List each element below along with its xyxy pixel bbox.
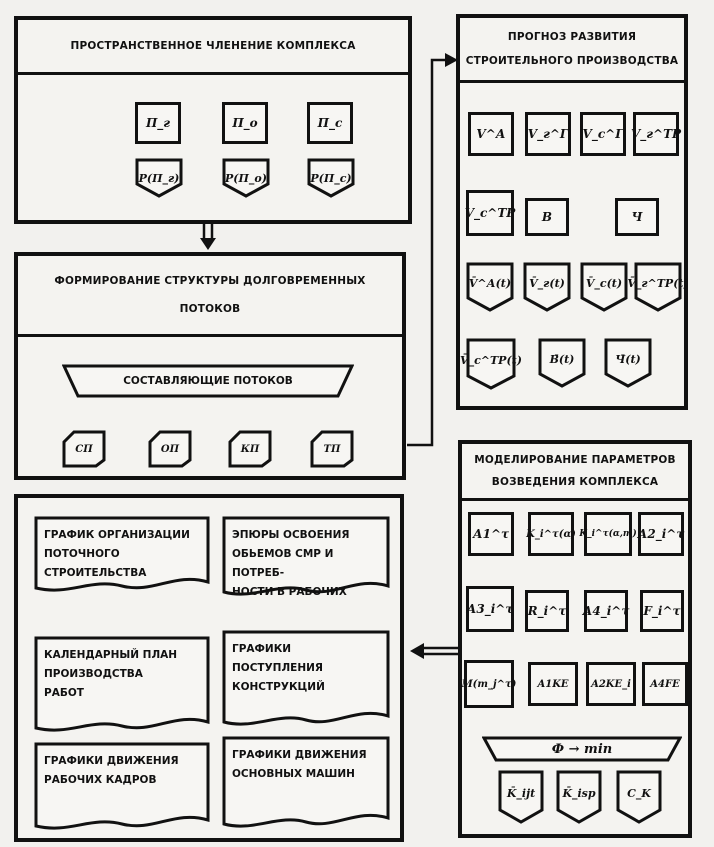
stream-tp: ТП <box>310 430 354 468</box>
forecast-vgtr-t: V̄_г^ТР(t) <box>627 262 689 312</box>
model-a4: А4_i^τ <box>583 590 629 632</box>
doc-machines-movement: ГРАФИКИ ДВИЖЕНИЯ ОСНОВНЫХ МАШИН <box>222 736 390 832</box>
doc-workers-movement: ГРАФИКИ ДВИЖЕНИЯ РАБОЧИХ КАДРОВ <box>34 742 210 834</box>
forecast-vgtr: V_г^ТР <box>631 112 681 156</box>
forecast-v: В <box>525 198 569 236</box>
model-a2ke: A2KE_i <box>586 662 636 706</box>
forecast-v-t: В̄(t) <box>538 338 586 388</box>
model-m: M(m_j^τ) <box>462 660 516 708</box>
forecast-vg-t: V̄_г(t) <box>523 262 571 312</box>
model-out-kijt: K̄_ijt <box>498 770 544 824</box>
forecast-ch: Ч <box>615 198 659 236</box>
doc-smr-volumes: ЭПЮРЫ ОСВОЕНИЯ ОБЬЕМОВ СМР И ПОТРЕБ- НОС… <box>222 516 390 600</box>
forecast-va-t: V̄^А(t) <box>466 262 514 312</box>
model-f: F_i^τ <box>640 590 684 632</box>
part-pg: П_г <box>135 102 181 144</box>
model-a4fe: A4FE <box>642 662 688 706</box>
result-pg: Р(П_г) <box>135 158 183 198</box>
doc-calendar-plan: КАЛЕНДАРНЫЙ ПЛАН ПРОИЗВОДСТВА РАБОТ <box>34 636 210 736</box>
model-a2: А2_i^τ <box>638 512 684 556</box>
forecast-vctr: V_с^ТР <box>465 190 515 236</box>
stream-sp: СП <box>62 430 106 468</box>
model-a1: А1^τ <box>468 512 514 556</box>
model-a1ke: A1KE <box>528 662 578 706</box>
model-ki-alpha-m: K_i^τ(α,m) <box>579 512 637 556</box>
spatial-division-title: ПРОСТРАНСТВЕННОЕ ЧЛЕНЕНИЕ КОМПЛЕКСА <box>18 20 408 75</box>
forecast-ch-t: Ч̄(t) <box>604 338 652 388</box>
forecast-va: V^А <box>468 112 514 156</box>
stream-kp: КП <box>228 430 272 468</box>
model-r: R_i^τ <box>525 590 569 632</box>
forecast-vg: V_г^Г <box>525 112 571 156</box>
forecast-title: ПРОГНОЗ РАЗВИТИЯ СТРОИТЕЛЬНОГО ПРОИЗВОДС… <box>460 18 684 83</box>
part-po: П_о <box>222 102 268 144</box>
doc-constructions-supply: ГРАФИКИ ПОСТУПЛЕНИЯ КОНСТРУКЦИЙ <box>222 630 390 730</box>
result-po: Р(П_о) <box>222 158 270 198</box>
stream-components-bar: СОСТАВЛЯЮЩИЕ ПОТОКОВ <box>62 364 354 398</box>
model-out-ck: C_K <box>616 770 662 824</box>
forecast-vctr-t: V̄_с^ТР(t) <box>460 338 522 390</box>
modeling-title: МОДЕЛИРОВАНИЕ ПАРАМЕТРОВ ВОЗВЕДЕНИЯ КОМП… <box>462 444 688 501</box>
model-ki-alpha: K_i^τ(α) <box>526 512 576 556</box>
forecast-vc: V_с^Г <box>580 112 626 156</box>
forecast-vc-t: V̄_с(t) <box>580 262 628 312</box>
part-pc: П_с <box>307 102 353 144</box>
result-pc: Р(П_с) <box>307 158 355 198</box>
objective-min-bar: Ф → min <box>482 736 682 762</box>
model-a3: А3_i^τ <box>466 586 514 632</box>
doc-flow-schedule: ГРАФИК ОРГАНИЗАЦИИ ПОТОЧНОГО СТРОИТЕЛЬСТ… <box>34 516 210 596</box>
model-out-kisp: K̄_isp <box>556 770 602 824</box>
stream-op: ОП <box>148 430 192 468</box>
long-term-streams-title: ФОРМИРОВАНИЕ СТРУКТУРЫ ДОЛГОВРЕМЕННЫХ ПО… <box>18 256 402 337</box>
